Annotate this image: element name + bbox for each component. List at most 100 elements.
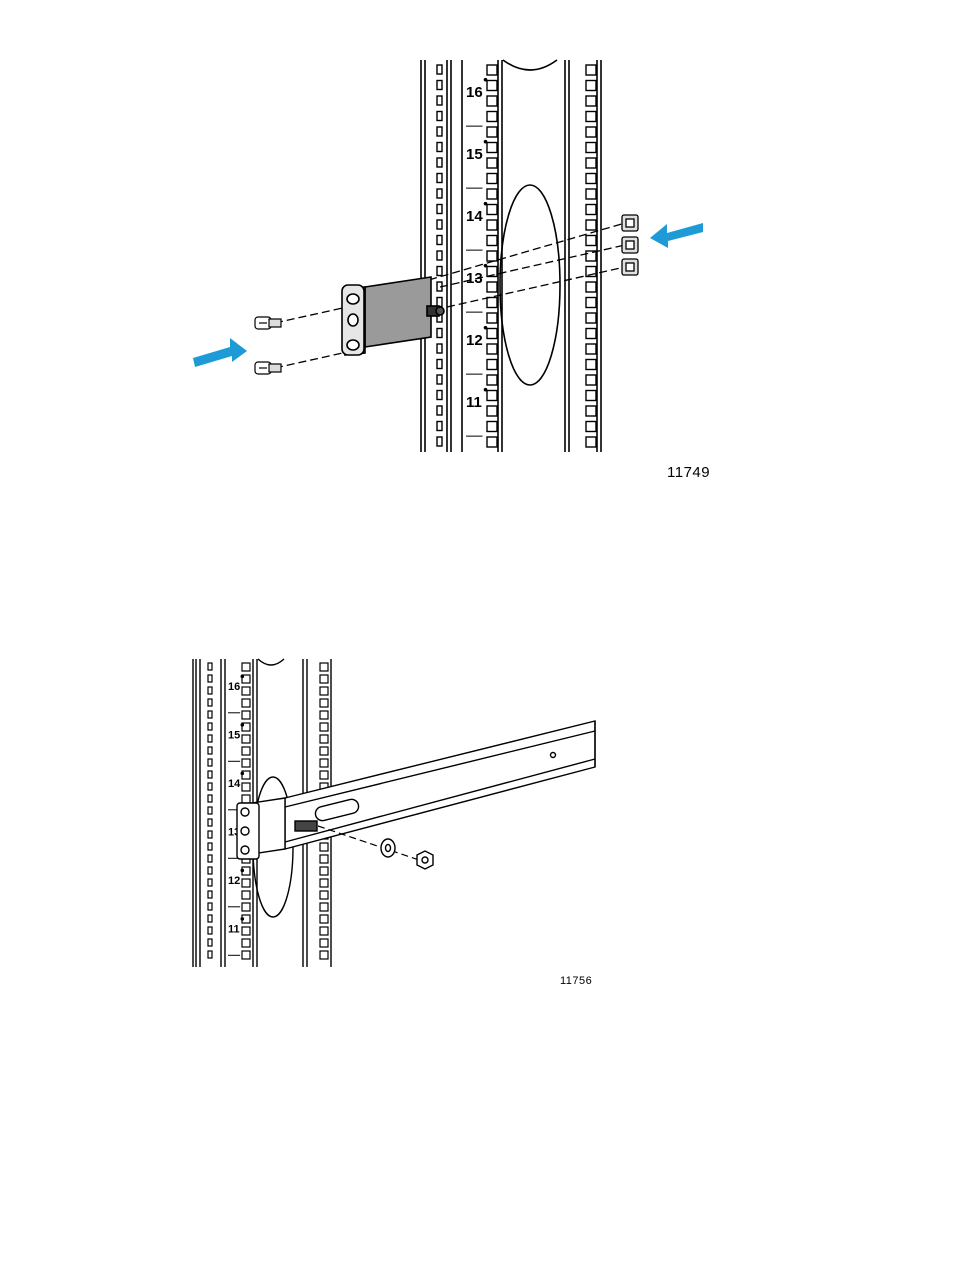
rack-square-hole: [586, 158, 596, 168]
rack-slot: [437, 158, 442, 167]
rack-slot: [208, 867, 212, 874]
rack-square-hole: [320, 879, 328, 887]
rack-slot: [437, 329, 442, 338]
rack-square-hole: [586, 313, 596, 323]
rack-slot: [437, 391, 442, 400]
rack-square-hole: [487, 313, 497, 323]
rack-slot: [208, 711, 212, 718]
rack-square-hole: [320, 711, 328, 719]
rack-slot: [208, 939, 212, 946]
rack-square-hole: [320, 843, 328, 851]
rack-slot: [437, 174, 442, 183]
rack-square-hole: [487, 236, 497, 246]
rack-square-hole: [320, 687, 328, 695]
rack-square-hole: [320, 855, 328, 863]
rack-square-hole: [242, 735, 250, 743]
rack-slot: [437, 344, 442, 353]
rack-square-hole: [487, 158, 497, 168]
rack-holes-right: [586, 65, 596, 447]
rack-square-hole: [487, 189, 497, 199]
rack-square-hole: [487, 360, 497, 370]
unit-dot: [484, 202, 488, 206]
screw-icon: [255, 317, 281, 329]
rack-slot: [437, 127, 442, 136]
rack-unit-label: 14: [228, 778, 241, 790]
rack-square-hole: [320, 699, 328, 707]
rack-square-hole: [586, 174, 596, 184]
rack-square-hole: [242, 711, 250, 719]
rack-unit-label: 12: [228, 875, 240, 887]
rack-square-hole: [487, 437, 497, 447]
rack-slot: [208, 951, 212, 958]
rack-square-hole: [586, 282, 596, 292]
unit-dot: [241, 723, 245, 727]
rack-square-hole: [586, 220, 596, 230]
rack-square-hole: [242, 699, 250, 707]
rack-square-hole: [487, 375, 497, 385]
rack-unit-label: 12: [466, 332, 483, 349]
rack-slot: [208, 819, 212, 826]
rack-unit-label: 16: [466, 84, 483, 101]
rack-slot: [208, 675, 212, 682]
rack-slot: [208, 699, 212, 706]
rack-square-hole: [242, 891, 250, 899]
rack-slot: [208, 723, 212, 730]
rack-slot: [208, 759, 212, 766]
nut-icon: [417, 851, 433, 869]
rack-square-hole: [320, 723, 328, 731]
rack-unit-labels: 161514131211: [466, 78, 487, 436]
rack-square-hole: [586, 375, 596, 385]
unit-dot: [241, 772, 245, 776]
rack-square-hole: [320, 771, 328, 779]
rack-square-hole: [320, 915, 328, 923]
rack-slot: [208, 771, 212, 778]
rack-square-hole: [487, 81, 497, 91]
rack-slot: [208, 735, 212, 742]
rack-square-hole: [487, 65, 497, 75]
rack-slot: [208, 915, 212, 922]
rack-square-hole: [586, 391, 596, 401]
rack-square-hole: [320, 891, 328, 899]
unit-dot: [241, 675, 245, 679]
rack-slot: [437, 437, 442, 446]
rack-slot: [208, 855, 212, 862]
rack-square-hole: [487, 391, 497, 401]
rack-unit-label: 11: [466, 394, 482, 411]
rack-square-hole: [586, 65, 596, 75]
rack-square-hole: [586, 406, 596, 416]
rack-slot: [437, 112, 442, 121]
alignment-line: [318, 826, 425, 862]
rack-slot: [437, 236, 442, 245]
rack-square-hole: [320, 927, 328, 935]
rack-square-hole: [586, 189, 596, 199]
rack-square-hole: [586, 437, 596, 447]
rack-square-hole: [242, 687, 250, 695]
rail: [237, 721, 595, 859]
rack-slot: [437, 375, 442, 384]
alignment-lines: [275, 223, 625, 368]
rack-square-hole: [487, 174, 497, 184]
rack-square-hole: [586, 298, 596, 308]
unit-dot: [241, 917, 245, 921]
rack-slot: [437, 81, 442, 90]
rack-square-hole: [586, 236, 596, 246]
unit-dot: [484, 264, 488, 268]
rack-square-hole: [487, 298, 497, 308]
rack-square-hole: [320, 759, 328, 767]
rack-square-hole: [586, 422, 596, 432]
rack-holes-left: [208, 663, 212, 958]
rack-square-hole: [487, 220, 497, 230]
rack-slot: [437, 96, 442, 105]
rack-slot: [208, 663, 212, 670]
cage-nut-icon: [622, 237, 638, 253]
rack-square-hole: [487, 112, 497, 122]
rack-square-hole: [242, 795, 250, 803]
rack-square-hole: [586, 81, 596, 91]
rack-square-hole: [242, 783, 250, 791]
rack-square-hole: [320, 663, 328, 671]
rack-square-hole: [320, 675, 328, 683]
cage-nut-icon: [622, 215, 638, 231]
rack-holes-middle: [487, 65, 497, 447]
figure-id: 11749: [667, 464, 710, 481]
figure-bracket-install: 161514131211: [185, 55, 725, 455]
